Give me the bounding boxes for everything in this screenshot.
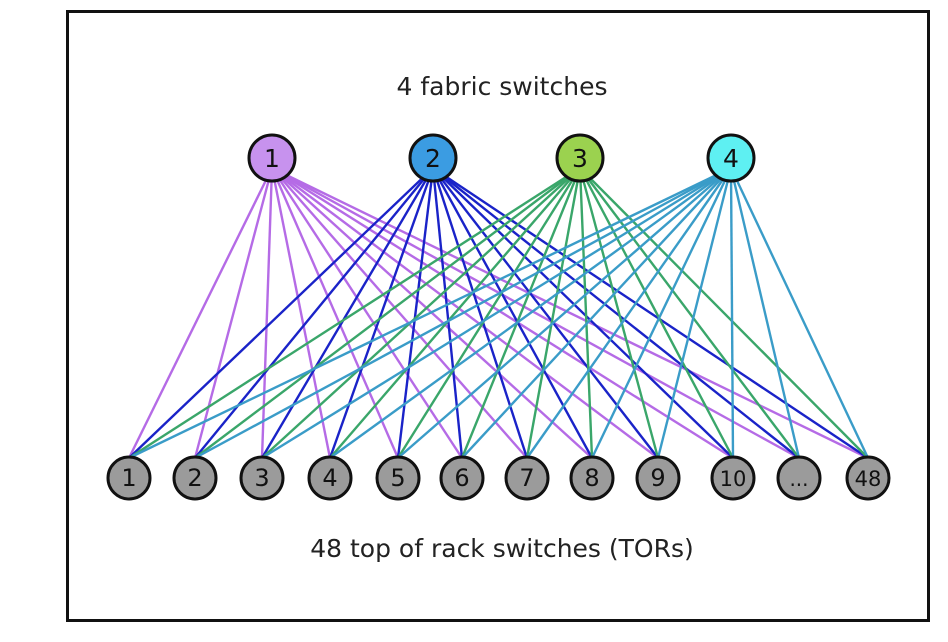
- tor-switch-circle: [776, 455, 822, 501]
- tor-switch-circle: [635, 455, 681, 501]
- tor-switch-label: 8: [584, 464, 599, 492]
- tor-switch-3: 3: [239, 455, 285, 501]
- link-fabric-4-tor-6: [461, 167, 732, 459]
- link-fabric-1-tor-4: [270, 167, 332, 459]
- link-fabric-2-tor-7: [431, 167, 529, 459]
- link-fabric-3-tor-1: [128, 166, 581, 460]
- tor-switch-circle: [845, 455, 891, 501]
- tor-switch-label: 48: [855, 467, 882, 491]
- fabric-switch-label: 1: [264, 144, 280, 173]
- link-fabric-4-tor-48: [729, 167, 870, 459]
- link-fabric-2-tor-1: [128, 167, 434, 459]
- link-fabric-3-tor-7: [525, 167, 582, 459]
- fabric-switch-3: 3: [555, 133, 605, 183]
- link-fabric-4-tor-5: [397, 167, 732, 459]
- link-fabric-4-tor-...: [729, 167, 801, 459]
- tor-switch-label: 4: [322, 464, 337, 492]
- tor-switch-12: 48: [845, 455, 891, 501]
- fabric-switch-label: 3: [572, 144, 588, 173]
- diagram-frame: [66, 10, 930, 622]
- link-fabric-2-tor-3: [260, 167, 435, 459]
- link-fabric-1-tor-2: [193, 167, 274, 459]
- fabric-switch-1: 1: [247, 133, 297, 183]
- link-fabric-2-tor-9: [432, 167, 659, 459]
- tor-switch-circle: [172, 455, 218, 501]
- link-fabric-1-tor-5: [270, 167, 400, 459]
- link-fabric-3-tor-4: [329, 167, 581, 459]
- tor-switch-circle: [106, 455, 152, 501]
- link-fabric-1-tor-6: [270, 167, 464, 459]
- tor-switch-label: 2: [187, 464, 202, 492]
- link-fabric-1-tor-7: [271, 167, 528, 459]
- link-fabric-4-tor-2: [194, 166, 732, 460]
- tor-switch-9: 9: [635, 455, 681, 501]
- link-fabric-3-tor-8: [578, 167, 594, 459]
- tor-switch-label: ...: [789, 467, 808, 491]
- tor-switch-circle: [439, 455, 485, 501]
- tor-switch-label: 9: [650, 464, 665, 492]
- tor-switch-label: 10: [720, 467, 747, 491]
- tor-switch-circle: [569, 455, 615, 501]
- tor-switch-11: ...: [776, 455, 822, 501]
- link-fabric-2-tor-5: [396, 167, 435, 459]
- tor-switch-circle: [239, 455, 285, 501]
- tor-switches-title: 48 top of rack switches (TORs): [310, 534, 694, 563]
- fabric-switch-2: 2: [408, 133, 458, 183]
- tor-switch-4: 4: [307, 455, 353, 501]
- tor-switch-2: 2: [172, 455, 218, 501]
- link-fabric-2-tor-10: [432, 167, 734, 459]
- link-fabric-2-tor-2: [194, 167, 434, 459]
- tor-switch-7: 7: [504, 455, 550, 501]
- tor-switch-label: 1: [121, 464, 136, 492]
- tor-switch-label: 6: [454, 464, 469, 492]
- link-fabric-4-tor-4: [329, 167, 732, 459]
- link-fabric-1-tor-3: [260, 167, 274, 459]
- link-fabric-4-tor-10: [729, 167, 735, 459]
- link-fabric-3-tor-6: [460, 167, 582, 459]
- link-fabric-3-tor-2: [194, 167, 581, 459]
- link-fabric-1-tor-...: [271, 166, 800, 460]
- fabric-switch-label: 2: [425, 144, 441, 173]
- tor-switch-circle: [307, 455, 353, 501]
- tor-switch-nodes: 1 2 3 4 5 6 7 8 9 10... 48: [106, 455, 891, 501]
- tor-switch-circle: [375, 455, 421, 501]
- link-fabric-1-tor-48: [271, 166, 869, 460]
- tor-switch-label: 7: [519, 464, 534, 492]
- tor-switch-10: 10: [710, 455, 756, 501]
- link-fabric-4-tor-1: [128, 166, 732, 460]
- tor-switch-6: 6: [439, 455, 485, 501]
- tor-switch-8: 8: [569, 455, 615, 501]
- tor-switch-label: 3: [254, 464, 269, 492]
- link-fabric-4-tor-9: [656, 167, 733, 459]
- tor-switch-1: 1: [106, 455, 152, 501]
- link-fabric-3-tor-10: [578, 167, 735, 459]
- link-fabric-1-tor-1: [127, 167, 274, 459]
- link-fabric-3-tor-5: [396, 167, 582, 459]
- link-fabric-3-tor-9: [578, 167, 660, 459]
- links-group: [127, 166, 870, 460]
- link-fabric-4-tor-7: [526, 167, 732, 459]
- tor-switch-label: 5: [390, 464, 405, 492]
- link-fabric-4-tor-8: [590, 167, 733, 459]
- link-fabric-1-tor-10: [271, 166, 734, 460]
- fabric-switch-4: 4: [706, 133, 756, 183]
- fabric-switches-title: 4 fabric switches: [396, 72, 608, 101]
- tor-switch-5: 5: [375, 455, 421, 501]
- fabric-switch-circle: [247, 133, 297, 183]
- fabric-switch-circle: [706, 133, 756, 183]
- tor-switch-circle: [710, 455, 756, 501]
- fabric-switch-circle: [408, 133, 458, 183]
- fabric-switch-nodes: 1 2 3 4: [247, 133, 756, 183]
- tor-switch-circle: [504, 455, 550, 501]
- link-fabric-2-tor-8: [431, 167, 594, 459]
- link-fabric-2-tor-...: [432, 167, 800, 459]
- link-fabric-4-tor-3: [261, 166, 732, 460]
- link-fabric-2-tor-6: [431, 167, 464, 459]
- link-fabric-2-tor-4: [328, 167, 435, 459]
- link-fabric-3-tor-...: [579, 167, 800, 459]
- fabric-switch-circle: [555, 133, 605, 183]
- fabric-switch-label: 4: [723, 144, 739, 173]
- link-fabric-3-tor-3: [261, 167, 581, 459]
